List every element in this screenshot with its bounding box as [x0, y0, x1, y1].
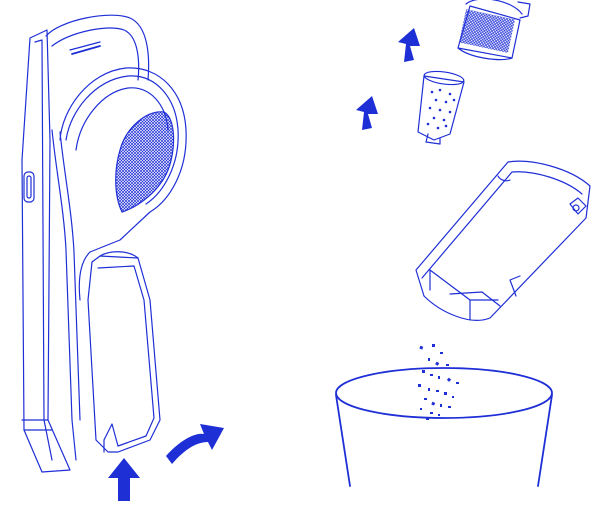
- trash-bin: [335, 367, 553, 487]
- up-arrow-lower: [356, 96, 378, 130]
- dustbin-open: [87, 255, 161, 453]
- motor-vent-mesh: [115, 111, 175, 213]
- swing-open-arrow: [166, 424, 224, 464]
- up-arrow-upper: [398, 28, 420, 62]
- motor-housing: [59, 67, 187, 253]
- mesh-dots: [426, 88, 456, 130]
- bin-right-wall: [537, 394, 553, 487]
- grip-body: [51, 129, 77, 461]
- dustbin-tilted: [415, 160, 591, 321]
- bin-left-wall: [335, 394, 351, 487]
- dustbin-body: [415, 160, 591, 321]
- filter-assembly: [417, 0, 531, 145]
- wand-release-button: [23, 171, 35, 203]
- mesh-filter-cup: [417, 75, 465, 141]
- carry-handle: [45, 14, 150, 81]
- bin-rim: [335, 367, 553, 419]
- vacuum-wand: [21, 29, 71, 473]
- falling-dust: [418, 344, 459, 420]
- handheld-vacuum: [21, 14, 187, 473]
- push-up-arrow: [108, 458, 140, 501]
